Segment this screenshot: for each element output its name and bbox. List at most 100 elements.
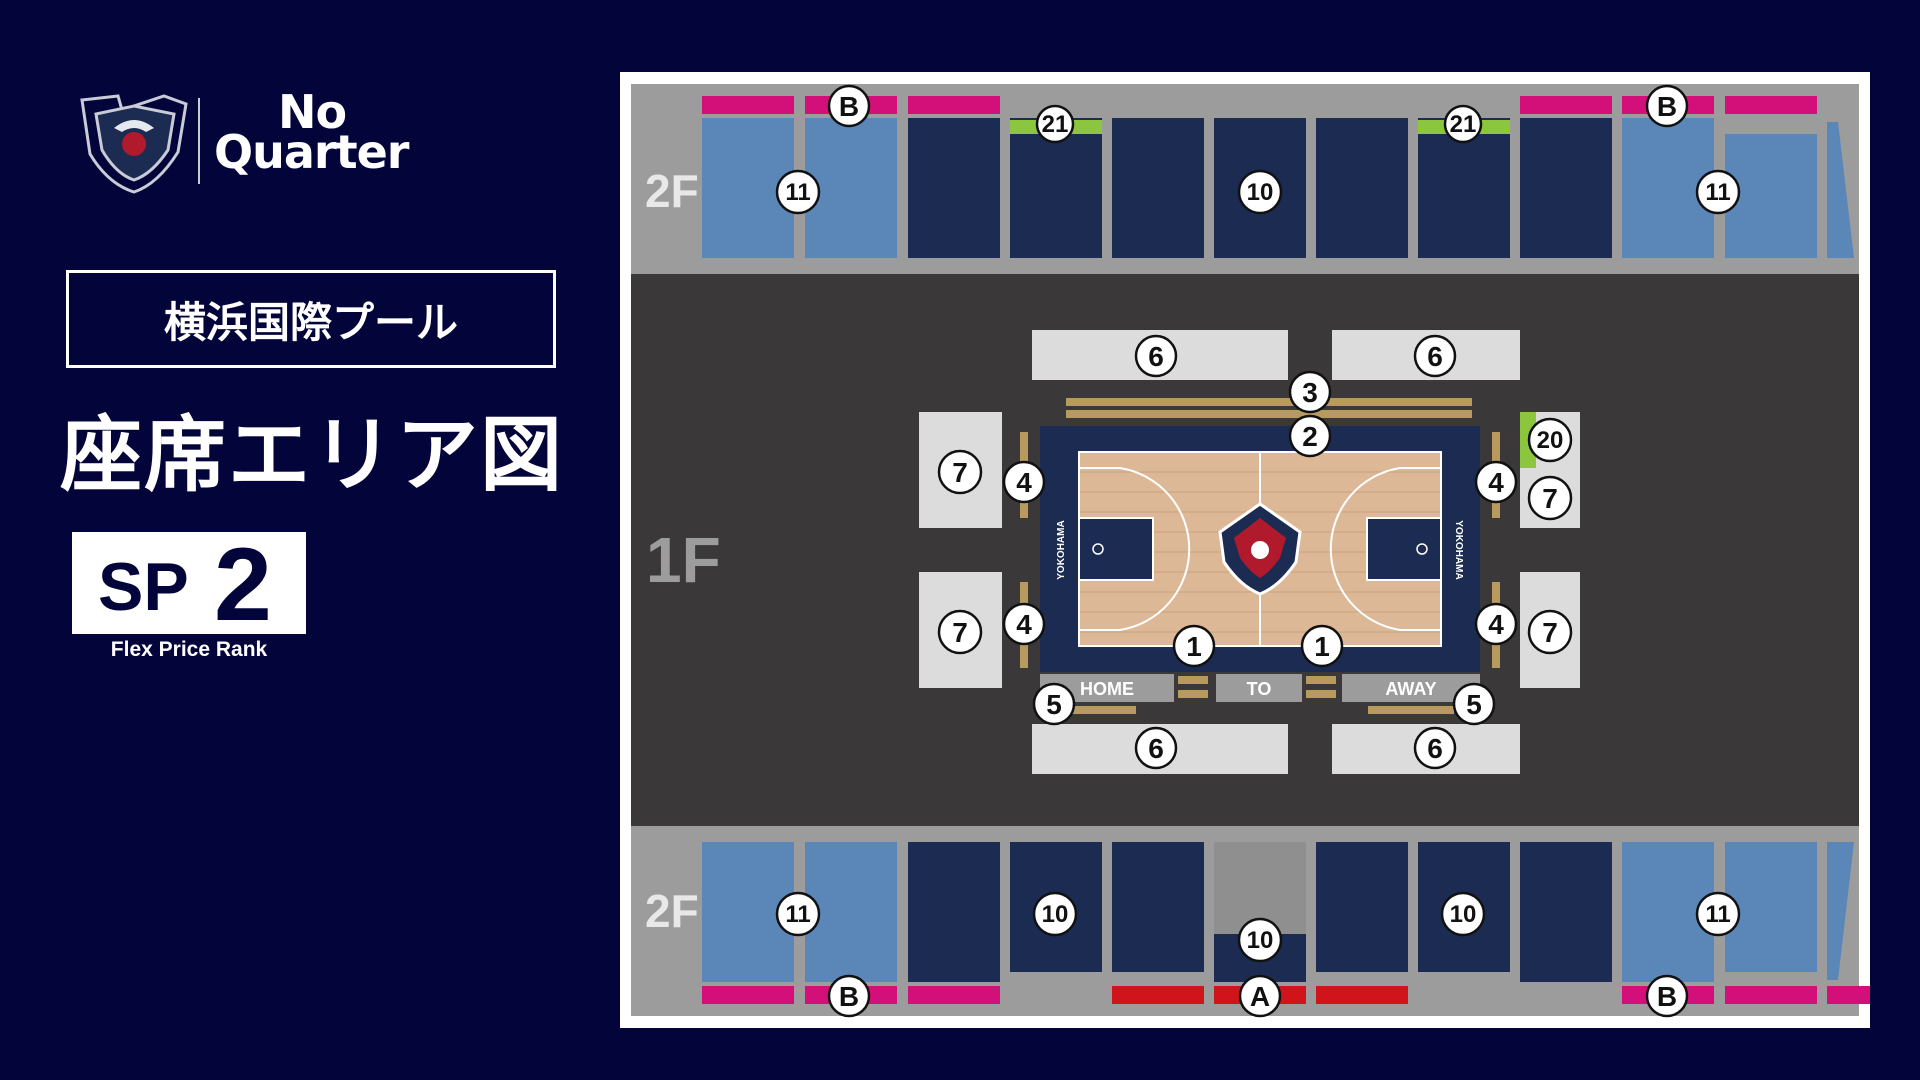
marker-one-left[interactable]: 1: [1172, 624, 1216, 668]
to-label: TO: [1247, 679, 1272, 699]
brand-wordmark: No Quarter: [214, 85, 409, 179]
marker-bot-b-right[interactable]: B: [1645, 974, 1689, 1018]
seats-a-right[interactable]: [1316, 986, 1408, 1004]
seats-2-bench-right-b[interactable]: [1306, 690, 1336, 698]
section-10-top-3[interactable]: [1112, 118, 1204, 258]
marker-label: 20: [1537, 427, 1564, 454]
marker-circle: [937, 609, 983, 655]
marker-circle: [1134, 334, 1178, 378]
marker-label: 10: [1450, 901, 1477, 928]
marker-four-ul[interactable]: 4: [1002, 460, 1046, 504]
marker-circle: [1645, 974, 1689, 1018]
section-11-top-right-c[interactable]: [1827, 122, 1854, 258]
seats-b-bottom-6[interactable]: [1827, 986, 1870, 1004]
seats-5-right[interactable]: [1368, 706, 1454, 714]
section-10-top-5[interactable]: [1316, 118, 1408, 258]
marker-circle: [1452, 682, 1496, 726]
seats-3-row-a[interactable]: [1066, 398, 1472, 406]
section-10-top-7[interactable]: [1520, 118, 1612, 258]
section-10-bottom-1[interactable]: [908, 842, 1000, 982]
seats-5-left[interactable]: [1050, 706, 1136, 714]
marker-top-11-left[interactable]: 11: [775, 169, 821, 215]
marker-bot-10-left[interactable]: 10: [1032, 891, 1078, 937]
brand-line-1: No: [278, 85, 347, 139]
seats-b-bottom-3[interactable]: [908, 986, 1000, 1004]
marker-label: 7: [952, 457, 968, 488]
marker-circle: [827, 84, 871, 128]
seats-2-bench-left-b[interactable]: [1178, 690, 1208, 698]
section-11-bottom-right-c[interactable]: [1827, 842, 1854, 980]
marker-bot-11-right[interactable]: 11: [1695, 891, 1741, 937]
seats-a-left[interactable]: [1112, 986, 1204, 1004]
marker-label: 1: [1314, 631, 1330, 662]
section-11-bottom-right-b[interactable]: [1725, 842, 1817, 972]
marker-top-21-left[interactable]: 21: [1035, 104, 1075, 144]
brand-line-2: Quarter: [214, 125, 409, 179]
marker-label: 21: [1450, 111, 1477, 138]
section-11-top-left-b[interactable]: [805, 118, 897, 258]
marker-bot-b-left[interactable]: B: [827, 974, 871, 1018]
section-10-bottom-3[interactable]: [1112, 842, 1204, 972]
seats-2-bench-left-a[interactable]: [1178, 676, 1208, 684]
marker-six-bottom-left[interactable]: 6: [1134, 726, 1178, 770]
home-label: HOME: [1080, 679, 1134, 699]
marker-six-bottom-right[interactable]: 6: [1413, 726, 1457, 770]
marker-label: B: [1657, 981, 1677, 1012]
floor-label-1f: 1F: [646, 524, 721, 596]
marker-seven-ul[interactable]: 7: [937, 449, 983, 495]
logo-divider: [198, 98, 200, 184]
rank-caption: Flex Price Rank: [110, 638, 268, 661]
marker-seven-ur[interactable]: 7: [1527, 475, 1573, 521]
section-11-bottom-left-b[interactable]: [805, 842, 897, 982]
venue-label: 横浜国際プール: [163, 297, 458, 347]
section-10-bottom-7[interactable]: [1520, 842, 1612, 982]
marker-five-right[interactable]: 5: [1452, 682, 1496, 726]
marker-six-top-left[interactable]: 6: [1134, 334, 1178, 378]
marker-top-21-right[interactable]: 21: [1443, 104, 1483, 144]
marker-circle: [1527, 475, 1573, 521]
marker-label: 6: [1148, 733, 1164, 764]
seats-b-bottom-1[interactable]: [702, 986, 794, 1004]
marker-circle: [827, 974, 871, 1018]
marker-label: 11: [1705, 179, 1730, 206]
marker-four-ll[interactable]: 4: [1002, 602, 1046, 646]
marker-top-b-left[interactable]: B: [827, 84, 871, 128]
marker-seven-ll[interactable]: 7: [937, 609, 983, 655]
marker-six-top-right[interactable]: 6: [1413, 334, 1457, 378]
marker-bot-10-center[interactable]: 10: [1237, 917, 1283, 963]
seats-3-row-b[interactable]: [1066, 410, 1472, 418]
marker-label: 2: [1302, 421, 1318, 452]
marker-bot-10-right[interactable]: 10: [1440, 891, 1486, 937]
marker-circle: [1237, 169, 1283, 215]
marker-twenty[interactable]: 20: [1527, 417, 1573, 463]
marker-four-ur[interactable]: 4: [1474, 460, 1518, 504]
floor-label-2f-bottom: 2F: [645, 885, 699, 937]
marker-seven-lr[interactable]: 7: [1527, 609, 1573, 655]
marker-two[interactable]: 2: [1288, 414, 1332, 458]
marker-five-left[interactable]: 5: [1032, 682, 1076, 726]
marker-bot-11-left[interactable]: 11: [775, 891, 821, 937]
marker-label: 10: [1247, 927, 1274, 954]
marker-four-lr[interactable]: 4: [1474, 602, 1518, 646]
marker-top-10[interactable]: 10: [1237, 169, 1283, 215]
marker-one-right[interactable]: 1: [1300, 624, 1344, 668]
marker-label: A: [1250, 981, 1270, 1012]
marker-circle: [1134, 726, 1178, 770]
seats-b-top-4[interactable]: [1520, 96, 1612, 114]
section-10-top-1[interactable]: [908, 118, 1000, 258]
seats-b-top-1[interactable]: [702, 96, 794, 114]
seats-b-top-6[interactable]: [1725, 96, 1817, 114]
section-10-bottom-5[interactable]: [1316, 842, 1408, 972]
marker-bot-a[interactable]: A: [1238, 974, 1282, 1018]
marker-label: 21: [1042, 111, 1069, 138]
marker-top-11-right[interactable]: 11: [1695, 169, 1741, 215]
marker-circle: [1413, 726, 1457, 770]
marker-top-b-right[interactable]: B: [1645, 84, 1689, 128]
hoop-right-icon: [1416, 543, 1428, 555]
court-label-right: YOKOHAMA: [1453, 520, 1464, 579]
section-11-top-right-b[interactable]: [1725, 134, 1817, 258]
marker-three[interactable]: 3: [1288, 370, 1332, 414]
seats-2-bench-right-a[interactable]: [1306, 676, 1336, 684]
seats-b-bottom-5[interactable]: [1725, 986, 1817, 1004]
seats-b-top-3[interactable]: [908, 96, 1000, 114]
